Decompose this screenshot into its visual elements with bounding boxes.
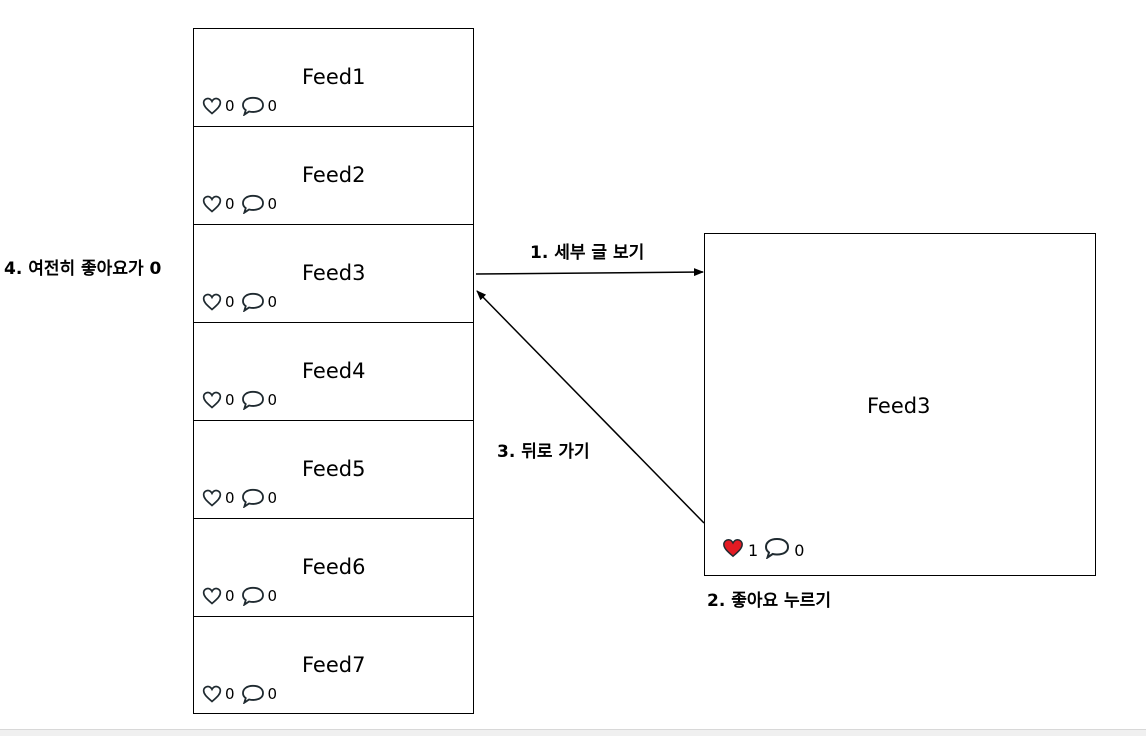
comment-count: 0 [267, 684, 278, 703]
feed-item-6[interactable]: Feed6 0 0 [194, 519, 473, 617]
feed-stats: 0 0 [202, 488, 283, 508]
feed-title: Feed7 [302, 653, 366, 677]
comment-icon[interactable] [241, 96, 265, 116]
feed-stats: 0 0 [202, 684, 283, 704]
feed-stats: 0 0 [202, 96, 283, 116]
comment-count: 0 [267, 586, 278, 605]
like-count: 0 [225, 292, 235, 311]
detail-stats: 1 0 [722, 537, 810, 563]
feed-item-4[interactable]: Feed4 0 0 [194, 323, 473, 421]
comment-icon[interactable] [764, 537, 790, 563]
feed-item-3[interactable]: Feed3 0 0 [194, 225, 473, 323]
step-1-label: 1. 세부 글 보기 [530, 243, 645, 263]
arrow-view-detail [475, 268, 704, 277]
heart-icon[interactable] [202, 96, 222, 116]
like-count: 0 [225, 390, 235, 409]
feed-item-7[interactable]: Feed7 0 0 [194, 617, 473, 715]
feed-title: Feed1 [302, 65, 366, 89]
comment-count: 0 [267, 292, 278, 311]
heart-icon[interactable] [202, 684, 222, 704]
step-4-label: 4. 여전히 좋아요가 0 [4, 259, 162, 279]
feed-list: Feed1 0 0 Feed2 0 0 Feed3 0 0 Feed4 0 [193, 28, 474, 714]
feed-title: Feed3 [302, 261, 366, 285]
feed-stats: 0 0 [202, 586, 283, 606]
comment-count: 0 [267, 390, 278, 409]
like-count: 0 [225, 586, 235, 605]
comment-count: 0 [267, 194, 278, 213]
feed-title: Feed5 [302, 457, 366, 481]
like-count: 0 [225, 96, 235, 115]
like-count: 0 [225, 684, 235, 703]
feed-title: Feed2 [302, 163, 366, 187]
step-3-label: 3. 뒤로 가기 [497, 442, 590, 462]
comment-icon[interactable] [241, 488, 265, 508]
comment-icon[interactable] [241, 390, 265, 410]
detail-comment-count: 0 [794, 540, 805, 560]
like-count: 0 [225, 194, 235, 213]
comment-icon[interactable] [241, 684, 265, 704]
comment-count: 0 [267, 488, 278, 507]
detail-title: Feed3 [867, 394, 931, 418]
heart-icon[interactable] [202, 292, 222, 312]
comment-count: 0 [267, 96, 278, 115]
feed-item-2[interactable]: Feed2 0 0 [194, 127, 473, 225]
step-2-label: 2. 좋아요 누르기 [707, 591, 831, 611]
detail-like-count: 1 [748, 540, 759, 560]
like-count: 0 [225, 488, 235, 507]
heart-icon[interactable] [202, 586, 222, 606]
feed-stats: 0 0 [202, 390, 283, 410]
feed-stats: 0 0 [202, 194, 283, 214]
feed-item-5[interactable]: Feed5 0 0 [194, 421, 473, 519]
bottom-rule [0, 729, 1146, 736]
arrow-go-back [476, 290, 705, 524]
feed-title: Feed6 [302, 555, 366, 579]
feed-title: Feed4 [302, 359, 366, 383]
heart-filled-icon[interactable] [722, 537, 744, 563]
heart-icon[interactable] [202, 390, 222, 410]
heart-icon[interactable] [202, 488, 222, 508]
feed-stats: 0 0 [202, 292, 283, 312]
comment-icon[interactable] [241, 586, 265, 606]
comment-icon[interactable] [241, 194, 265, 214]
feed-item-1[interactable]: Feed1 0 0 [194, 29, 473, 127]
comment-icon[interactable] [241, 292, 265, 312]
feed-detail-view: Feed3 1 0 [704, 233, 1096, 576]
heart-icon[interactable] [202, 194, 222, 214]
